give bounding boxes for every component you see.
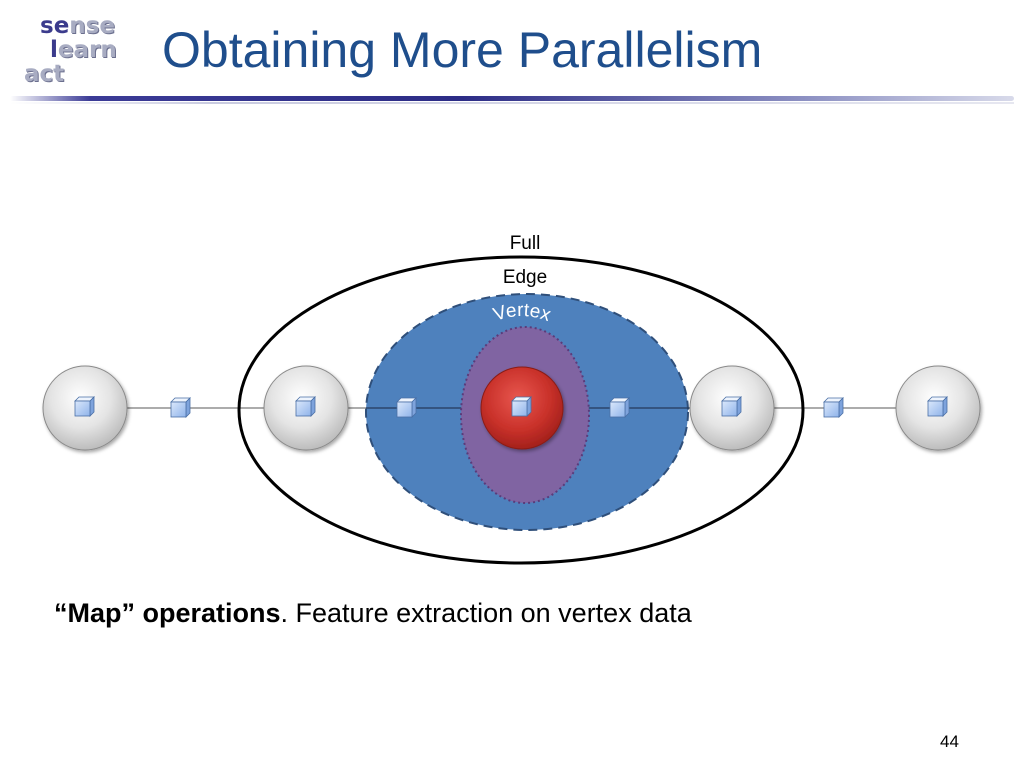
full-scope-ellipse [237, 255, 805, 565]
title-underline-shadow [10, 102, 1014, 104]
caption-bold: “Map” operations [54, 598, 281, 628]
vertex-data-cube [511, 396, 532, 417]
slide-title: Obtaining More Parallelism [162, 22, 763, 78]
page-number: 44 [940, 732, 959, 751]
caption-text: “Map” operations. Feature extraction on … [54, 598, 692, 629]
vertex-data-cube [927, 396, 948, 417]
edge-data-cube [609, 397, 630, 418]
logo-line-learn: learn [50, 37, 117, 63]
edge-data-cube [170, 397, 191, 418]
logo-line-act: act [24, 61, 65, 87]
sense-learn-act-logo: sense learn act [20, 14, 132, 90]
vertex-data-cube [721, 396, 742, 417]
edge-data-cube [823, 397, 844, 418]
vertex-data-cube [74, 396, 95, 417]
caption-rest: . Feature extraction on vertex data [280, 598, 692, 628]
full-scope-label: Full [509, 233, 541, 254]
logo-line-sense: sense [40, 13, 115, 39]
vertex-data-cube [295, 396, 316, 417]
edge-data-cube [396, 397, 417, 418]
title-underline [10, 96, 1014, 101]
edge-scope-label: Edge [502, 267, 548, 288]
